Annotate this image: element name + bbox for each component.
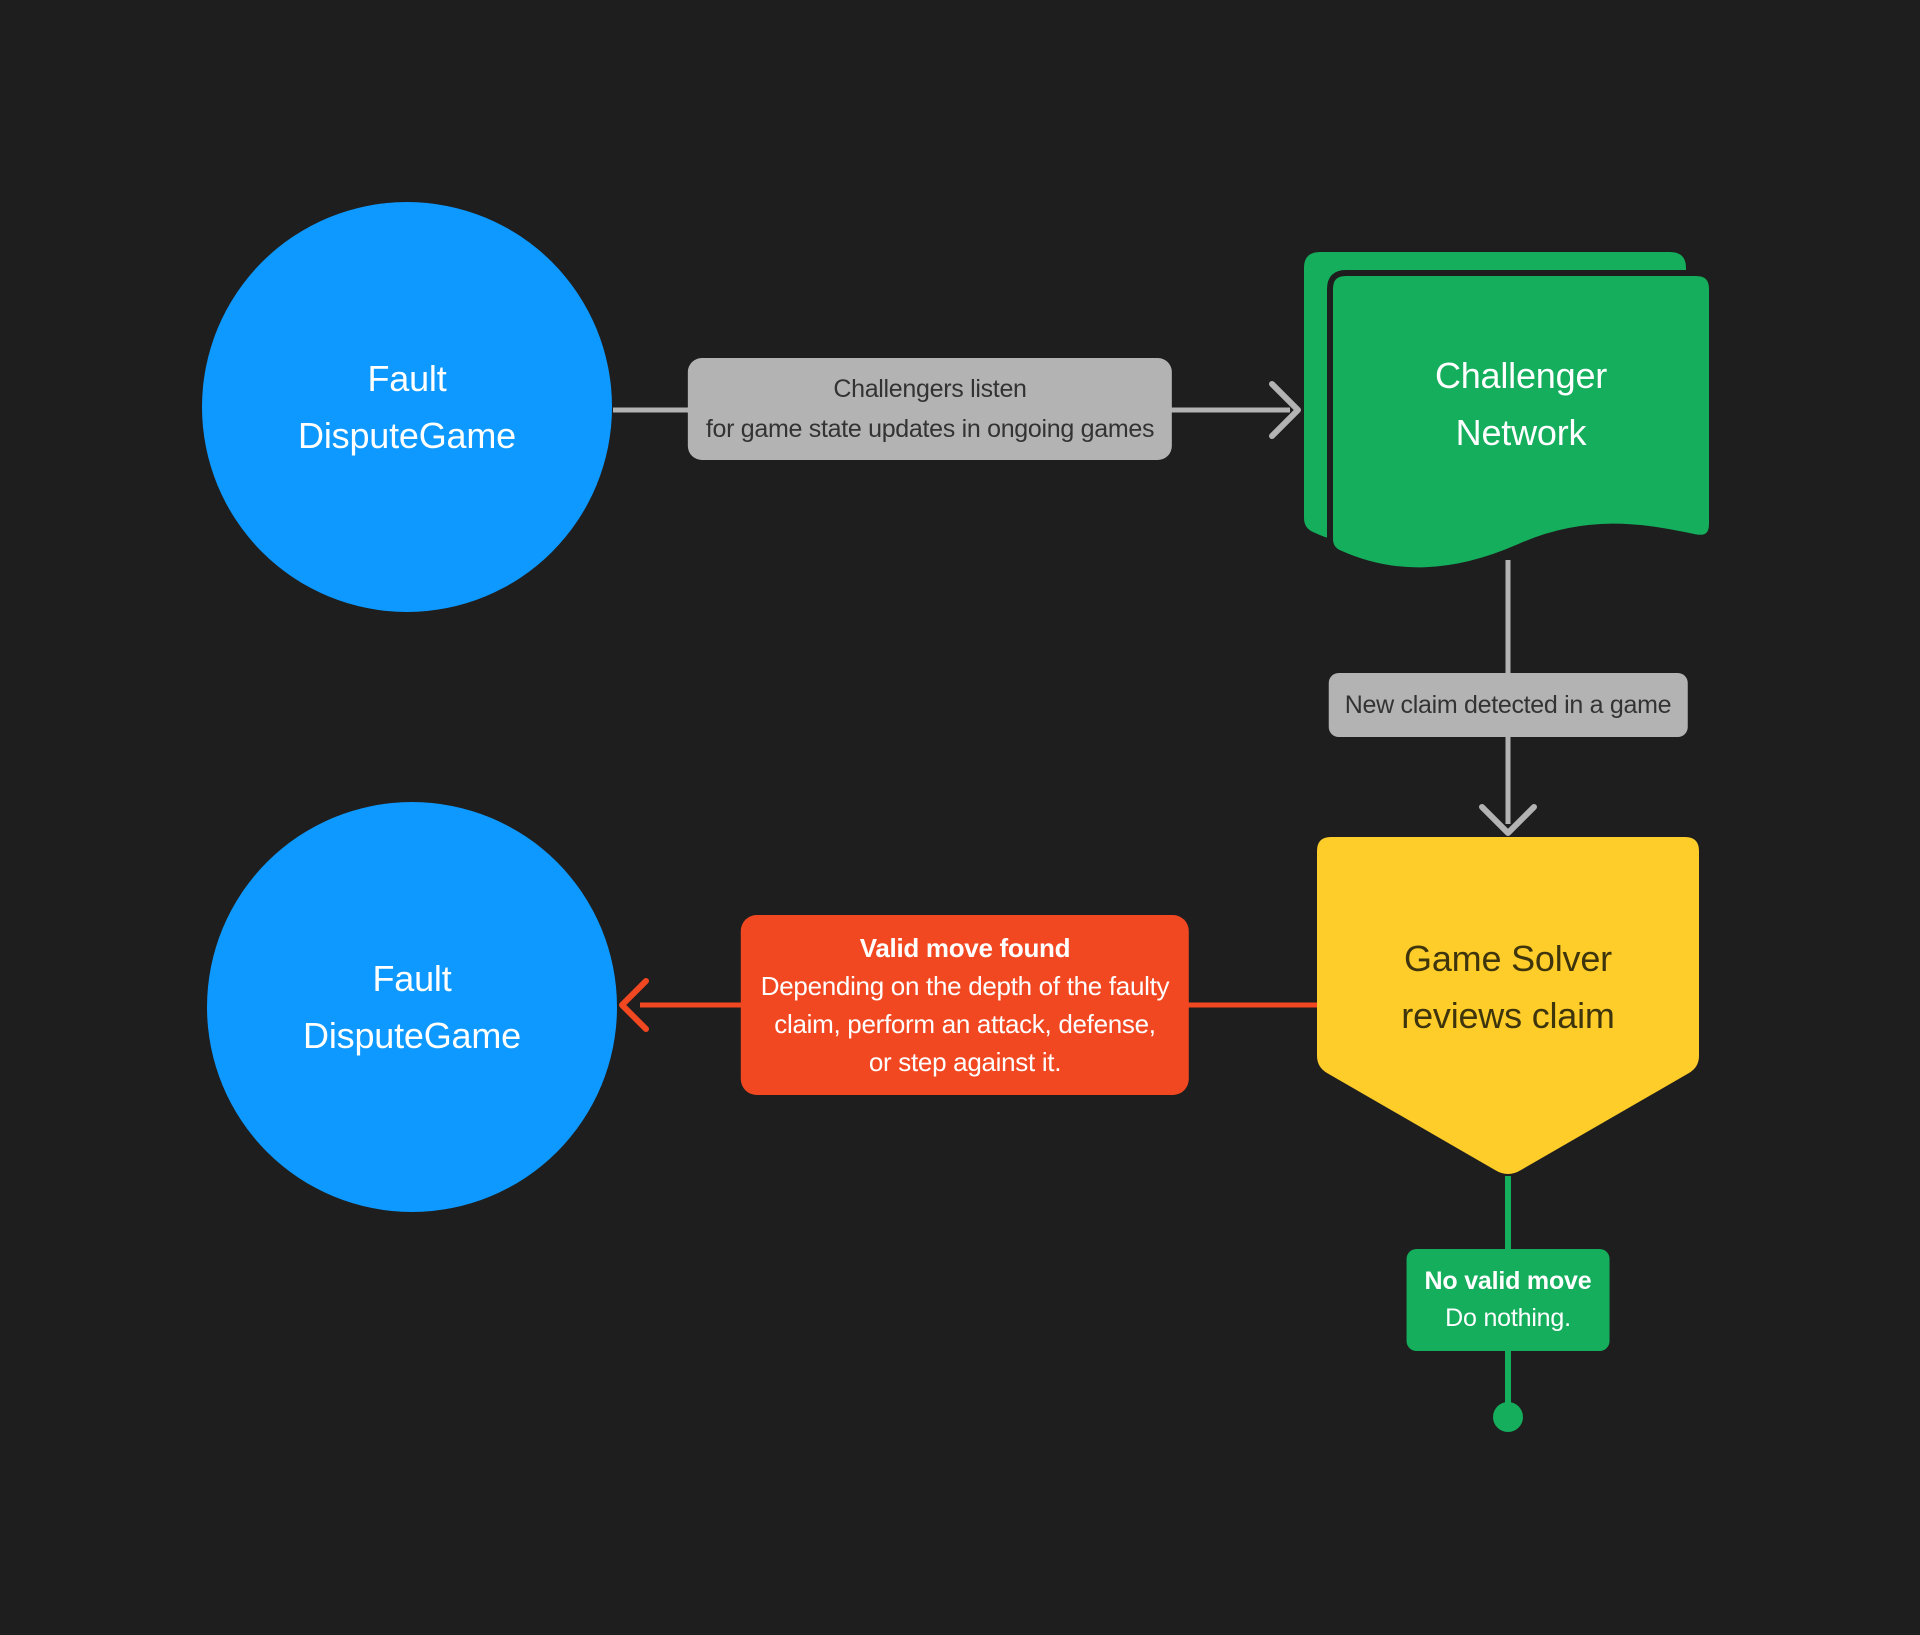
label-line: New claim detected in a game (1344, 691, 1672, 719)
label-valid-move[interactable]: Valid move found Depending on the depth … (740, 915, 1190, 1095)
node-fault-dispute-game-bottom[interactable]: Fault DisputeGame (207, 802, 617, 1212)
label-challengers-listen[interactable]: Challengers listen for game state update… (687, 358, 1173, 460)
node-label: Fault (367, 358, 447, 399)
label-line: Do nothing. (1445, 1304, 1571, 1332)
challenger-network-shape[interactable] (1304, 252, 1715, 574)
terminal-dot (1493, 1402, 1523, 1432)
label-line: Challengers listen (833, 375, 1027, 403)
label-title: No valid move (1424, 1267, 1592, 1295)
label-line: claim, perform an attack, defense, (774, 1009, 1156, 1039)
arrowhead-left-icon (619, 978, 649, 1032)
node-label: DisputeGame (303, 1015, 521, 1056)
node-fault-dispute-game-top[interactable]: Fault DisputeGame (202, 202, 612, 612)
game-solver-shape[interactable] (1317, 837, 1699, 1174)
label-title: Valid move found (859, 933, 1071, 963)
label-line: for game state updates in ongoing games (705, 415, 1155, 443)
arrowhead-right-icon (1269, 381, 1301, 439)
label-line: or step against it. (868, 1047, 1062, 1077)
arrowhead-down-icon (1479, 804, 1537, 836)
label-no-valid-move[interactable]: No valid move Do nothing. (1406, 1249, 1610, 1351)
label-new-claim[interactable]: New claim detected in a game (1328, 673, 1688, 737)
node-label: DisputeGame (298, 415, 516, 456)
node-label: Fault (372, 958, 452, 999)
document-front-icon (1327, 270, 1715, 574)
label-line: Depending on the depth of the faulty (760, 971, 1170, 1001)
